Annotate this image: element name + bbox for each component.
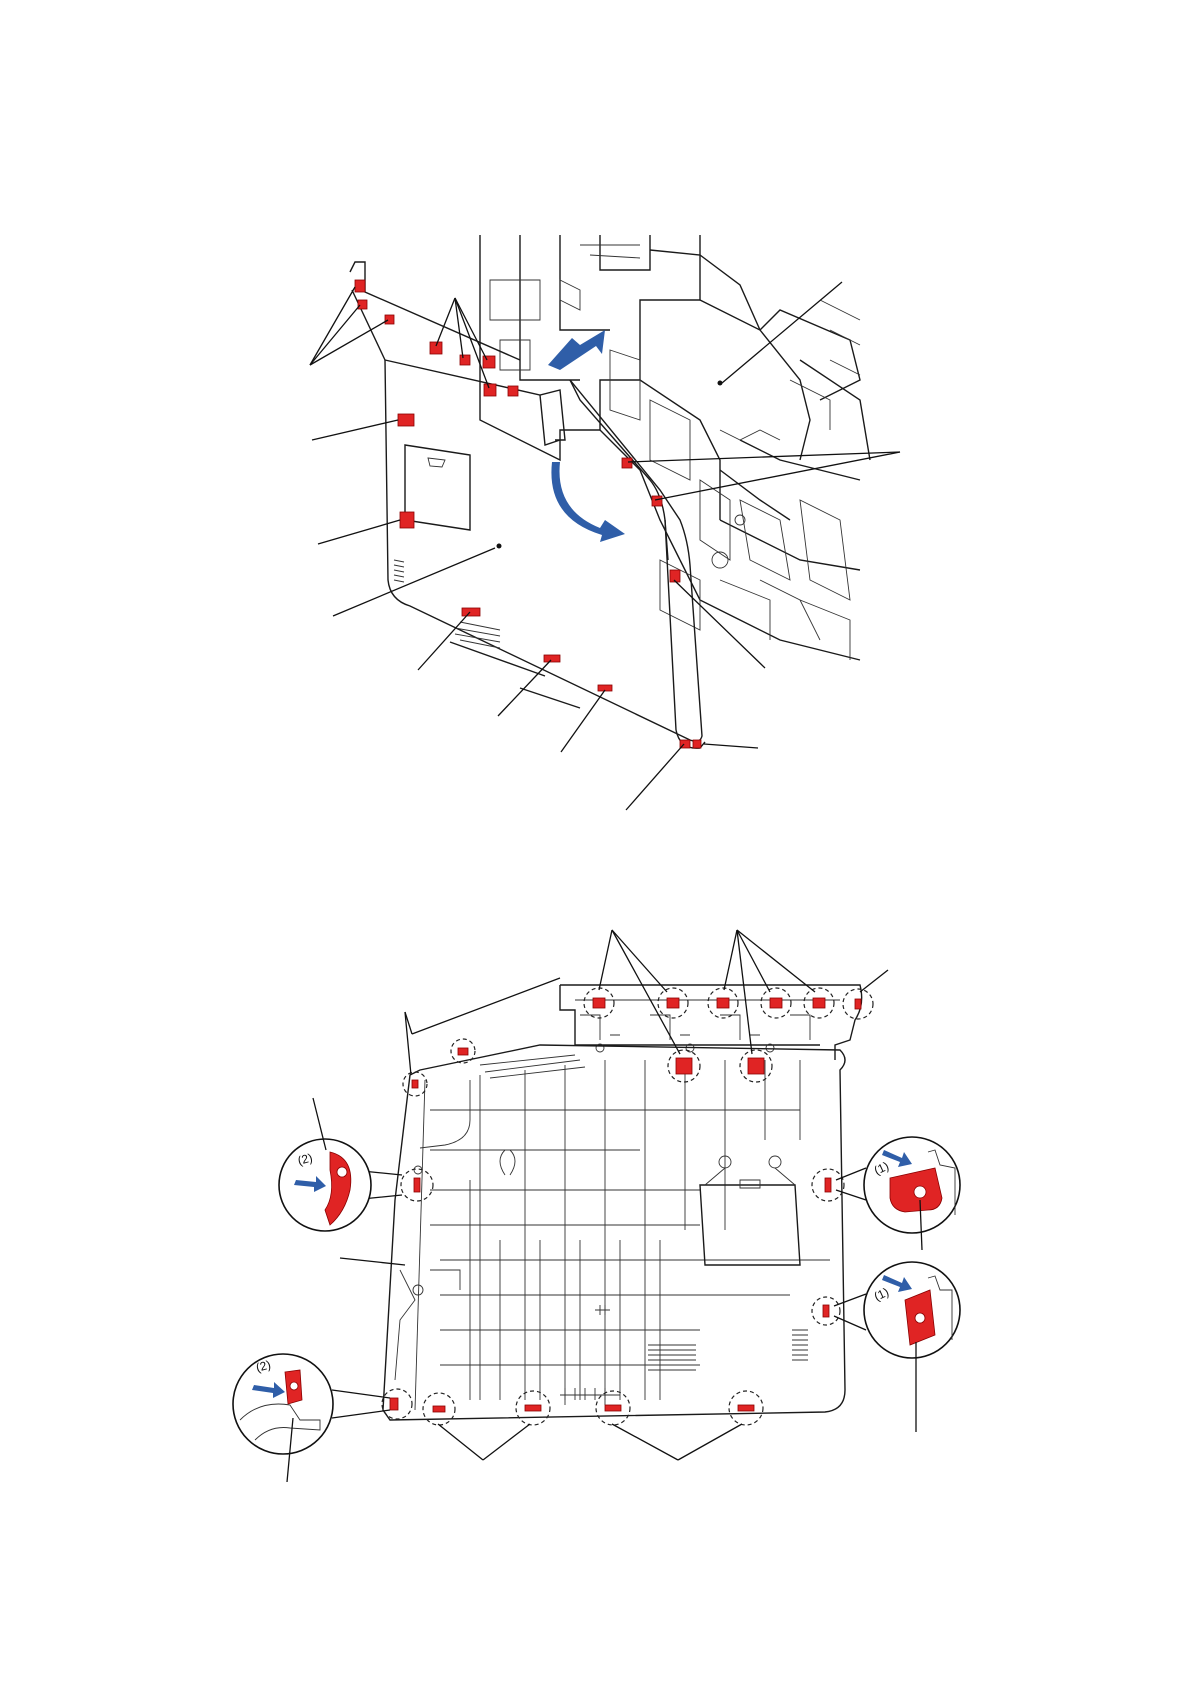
tab-icon: [738, 1405, 754, 1411]
callout-right-upper: (1): [836, 1137, 960, 1233]
bottom-diagram: (2) (2) (1) (1): [233, 930, 960, 1482]
leader-lines-top: [310, 282, 900, 810]
tab-icon: [855, 999, 861, 1009]
hook-icon: [462, 608, 480, 616]
tab-icon: [823, 1305, 829, 1317]
hook-tabs-top: [355, 280, 701, 748]
tab-icon: [605, 1405, 621, 1411]
tab-icon: [667, 998, 679, 1008]
hook-icon: [358, 300, 367, 309]
tab-icon: [770, 998, 782, 1008]
arrow-icon: [548, 330, 605, 370]
hook-tabs-bottom: [390, 998, 861, 1412]
dashed-markers: [382, 988, 873, 1425]
tab-icon: [414, 1178, 420, 1192]
rotate-arrow-icon: [551, 462, 625, 542]
tab-icon: [593, 998, 605, 1008]
hook-icon: [355, 280, 365, 292]
hook-icon: [652, 496, 662, 506]
tab-icon: [390, 1398, 398, 1410]
hook-icon: [430, 342, 442, 354]
hook-icon: [400, 512, 414, 528]
hook-icon: [484, 384, 496, 396]
callout-left-upper: (2): [279, 1139, 402, 1231]
tab-icon: [825, 1178, 831, 1192]
tab-icon: [717, 998, 729, 1008]
callout-right-lower: (1): [834, 1262, 960, 1358]
hook-icon: [385, 315, 394, 324]
tab-icon: [458, 1048, 468, 1055]
machine-body: [480, 235, 870, 660]
hook-icon: [544, 655, 560, 662]
callout-left-lower: (2): [233, 1354, 390, 1454]
bottom-frame: [383, 1045, 845, 1420]
tab-icon: [525, 1405, 541, 1411]
hook-icon: [460, 355, 470, 365]
hook-icon: [508, 386, 518, 396]
hook-icon: [483, 356, 495, 368]
tab-icon: [412, 1080, 418, 1088]
tab-icon: [813, 998, 825, 1008]
hook-icon: [398, 414, 414, 426]
tab-icon: [433, 1406, 445, 1412]
top-diagram: [310, 235, 900, 810]
hook-icon: [622, 458, 632, 468]
top-rail: [560, 985, 862, 1060]
hook-icon: [693, 740, 701, 748]
tab-icon: [676, 1058, 692, 1074]
tab-icon: [748, 1058, 764, 1074]
